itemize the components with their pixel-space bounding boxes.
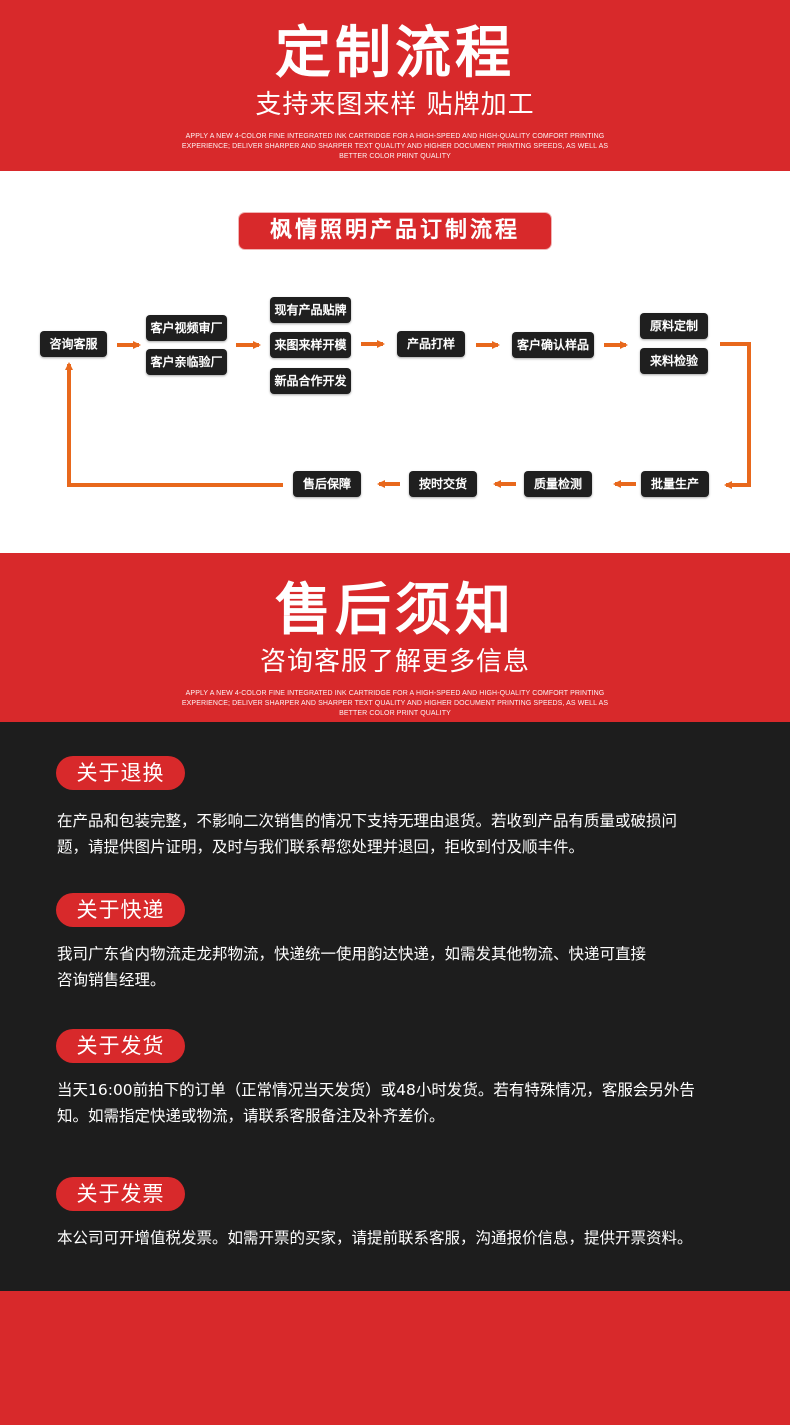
node-site-visit: 客户亲临验厂: [146, 349, 227, 375]
node-confirm-sample: 客户确认样品: [512, 332, 594, 358]
shipping-tag: 关于发货: [56, 1029, 185, 1063]
shipping-text: 当天16:00前拍下的订单（正常情况当天发货）或48小时发货。若有特殊情况，客服…: [57, 1077, 747, 1129]
aftersales-banner-fine-print: APPLY A NEW 4-COLOR FINE INTEGRATED INK …: [181, 690, 609, 717]
node-existing-label: 现有产品贴牌: [270, 297, 351, 323]
returns-text: 在产品和包装完整，不影响二次销售的情况下支持无理由退货。若收到产品有质量或破损问…: [57, 808, 747, 860]
node-consult: 咨询客服: [40, 331, 107, 357]
shipping-text-line: 知。如需指定快递或物流，请联系客服备注及补齐差价。: [57, 1107, 445, 1125]
invoice-text: 本公司可开增值税发票。如需开票的买家，请提前联系客服，沟通报价信息，提供开票资料…: [57, 1225, 747, 1251]
returns-text-line: 题，请提供图片证明，及时与我们联系帮您处理并退回，拒收到付及顺丰件。: [57, 838, 585, 856]
node-after-sales: 售后保障: [293, 471, 361, 497]
notice-section: 关于退换 在产品和包装完整，不影响二次销售的情况下支持无理由退货。若收到产品有质…: [0, 722, 790, 1291]
returns-text-line: 在产品和包装完整，不影响二次销售的情况下支持无理由退货。若收到产品有质量或破损问: [57, 812, 678, 830]
aftersales-banner-title: 售后须知: [275, 578, 515, 643]
process-banner: 定制流程 支持来图来样 贴牌加工 APPLY A NEW 4-COLOR FIN…: [0, 0, 790, 171]
flow-loop-right: [720, 342, 751, 489]
express-text: 我司广东省内物流走龙邦物流，快递统一使用韵达快递，如需发其他物流、快递可直接 咨…: [57, 941, 747, 993]
node-mass-production: 批量生产: [641, 471, 709, 497]
process-banner-fine-print: APPLY A NEW 4-COLOR FINE INTEGRATED INK …: [181, 133, 609, 160]
shipping-text-line: 当天16:00前拍下的订单（正常情况当天发货）或48小时发货。若有特殊情况，客服…: [57, 1081, 695, 1099]
express-text-line: 咨询销售经理。: [57, 971, 166, 989]
footer-red-band: [0, 1291, 790, 1425]
invoice-text-line: 本公司可开增值税发票。如需开票的买家，请提前联系客服，沟通报价信息，提供开票资料…: [57, 1229, 693, 1247]
invoice-tag: 关于发票: [56, 1177, 185, 1211]
node-video-review: 客户视频审厂: [146, 315, 227, 341]
node-sample-mold: 来图来样开模: [270, 332, 351, 358]
process-heading: 枫情照明产品订制流程: [239, 213, 551, 249]
node-custom-material: 原料定制: [640, 313, 708, 339]
node-material-check: 来料检验: [640, 348, 708, 374]
process-banner-title: 定制流程: [275, 21, 515, 86]
returns-tag: 关于退换: [56, 756, 185, 790]
process-section: 枫情照明产品订制流程 咨询客服 客户视频审厂 客户亲临验厂 现有产品贴牌 来图来…: [0, 171, 790, 553]
node-on-time-delivery: 按时交货: [409, 471, 477, 497]
express-text-line: 我司广东省内物流走龙邦物流，快递统一使用韵达快递，如需发其他物流、快递可直接: [57, 945, 647, 963]
process-banner-subtitle: 支持来图来样 贴牌加工: [255, 90, 535, 120]
node-new-product: 新品合作开发: [270, 368, 351, 394]
node-quality-check: 质量检测: [524, 471, 592, 497]
express-tag: 关于快递: [56, 893, 185, 927]
aftersales-banner-subtitle: 咨询客服了解更多信息: [259, 647, 530, 677]
node-proofing: 产品打样: [397, 331, 465, 357]
aftersales-banner: 售后须知 咨询客服了解更多信息 APPLY A NEW 4-COLOR FINE…: [0, 553, 790, 722]
flow-loop-left: [65, 362, 283, 487]
flow-connectors: [65, 340, 751, 489]
